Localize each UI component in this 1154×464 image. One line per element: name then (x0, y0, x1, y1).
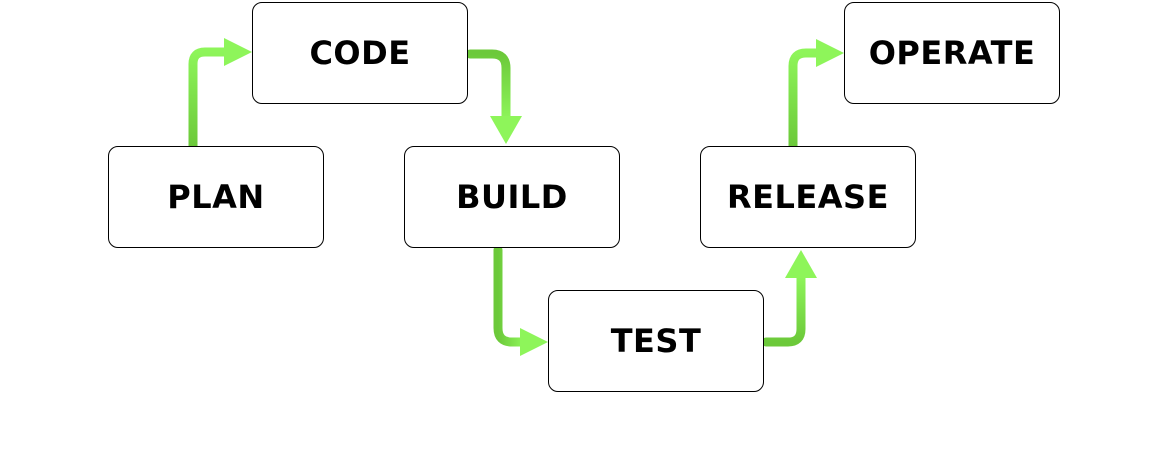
timeline-divider (200, 431, 232, 463)
timeline-divider (778, 431, 810, 463)
stage-build: BUILD (404, 146, 620, 248)
stage-operate: OPERATE (844, 2, 1060, 104)
timeline-divider (345, 431, 377, 463)
stage-plan: PLAN (108, 146, 324, 248)
arrow-code-to-build (465, 49, 522, 144)
arrow-build-to-test (493, 245, 548, 356)
timeline-divider (922, 431, 954, 463)
stage-release: RELEASE (700, 146, 916, 248)
arrow-test-to-release (761, 250, 817, 347)
stage-code: CODE (252, 2, 468, 104)
timeline-dividers (200, 431, 954, 463)
timeline-divider (633, 431, 665, 463)
arrow-release-to-operate (788, 39, 844, 151)
stage-test: TEST (548, 290, 764, 392)
arrow-plan-to-code (188, 38, 252, 151)
timeline-divider (489, 431, 521, 463)
